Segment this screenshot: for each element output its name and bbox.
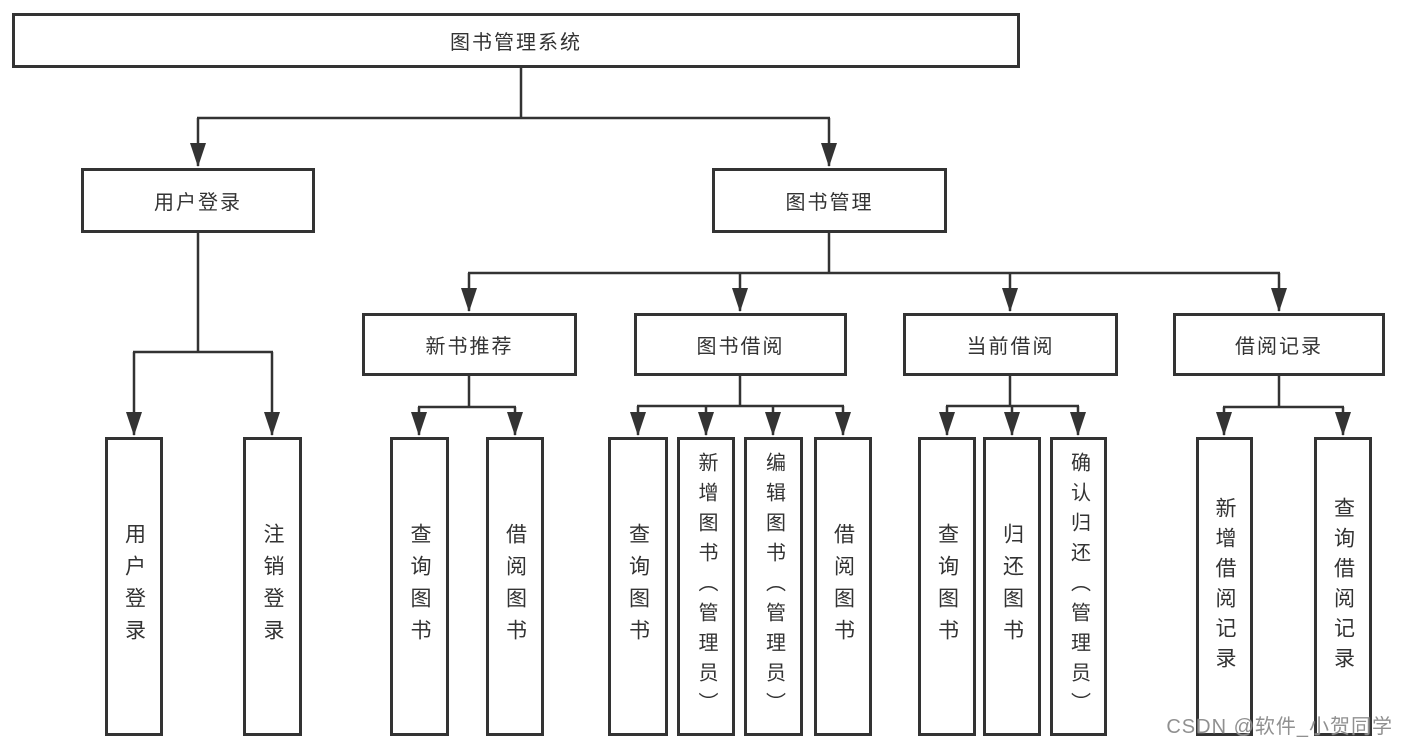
node-borrowing-records: 借阅记录 (1173, 313, 1385, 376)
node-label: 查询借阅记录 (1331, 496, 1355, 677)
node-label: 查询图书 (935, 522, 959, 651)
node-label: 确认归还（管理员） (1067, 451, 1090, 722)
leaf-add-borrow-record: 新增借阅记录 (1196, 437, 1253, 736)
leaf-borrow-books-2: 借阅图书 (814, 437, 872, 736)
node-current-borrowing: 当前借阅 (903, 313, 1118, 376)
node-label: 图书借阅 (696, 336, 785, 358)
leaf-confirm-return-admin: 确认归还（管理员） (1050, 437, 1107, 736)
node-book-management: 图书管理 (712, 168, 947, 233)
node-label: 新增借阅记录 (1213, 496, 1236, 677)
node-label: 新书推荐 (425, 336, 514, 358)
node-label: 编辑图书（管理员） (762, 451, 785, 722)
csdn-watermark: CSDN @软件_小贺同学 (1166, 716, 1393, 738)
node-label: 注销登录 (261, 522, 284, 651)
leaf-edit-book-admin: 编辑图书（管理员） (744, 437, 803, 736)
node-label: 图书管理 (785, 192, 874, 214)
node-label: 借阅记录 (1235, 336, 1323, 358)
leaf-add-book-admin: 新增图书（管理员） (677, 437, 735, 736)
leaf-borrow-books-1: 借阅图书 (486, 437, 544, 736)
node-label: 用户登录 (154, 192, 242, 214)
node-label: 查询图书 (408, 522, 431, 651)
node-label: 归还图书 (1000, 522, 1024, 651)
node-label: 图书管理系统 (450, 32, 582, 54)
leaf-user-login: 用户登录 (105, 437, 163, 736)
leaf-query-books-3: 查询图书 (918, 437, 976, 736)
leaf-return-book: 归还图书 (983, 437, 1041, 736)
node-label: 当前借阅 (966, 336, 1055, 358)
leaf-query-books-2: 查询图书 (608, 437, 668, 736)
leaf-query-books-1: 查询图书 (390, 437, 449, 736)
node-root: 图书管理系统 (12, 13, 1020, 68)
node-label: 新增图书（管理员） (695, 451, 717, 722)
node-book-borrowing: 图书借阅 (634, 313, 847, 376)
node-new-book-recommend: 新书推荐 (362, 313, 577, 376)
node-user-login: 用户登录 (81, 168, 315, 233)
node-label: 查询图书 (626, 522, 650, 651)
node-label: 用户登录 (122, 522, 146, 651)
node-label: 借阅图书 (503, 522, 527, 651)
node-label: 借阅图书 (831, 522, 855, 651)
leaf-logout: 注销登录 (243, 437, 302, 736)
leaf-query-borrow-record: 查询借阅记录 (1314, 437, 1372, 736)
